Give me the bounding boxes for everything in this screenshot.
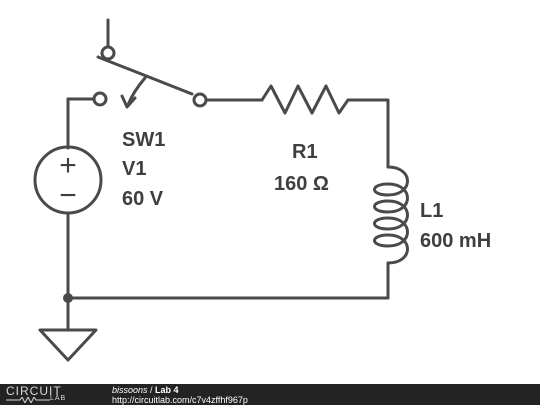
footer-bar: CIRCUIT LAB bissoons / Lab 4 http://circ… bbox=[0, 384, 540, 405]
inductor-symbol bbox=[373, 165, 409, 265]
junction-dot bbox=[63, 293, 73, 303]
circuit-url-link[interactable]: http://circuitlab.com/c7v4zffhf967p bbox=[112, 395, 248, 405]
circuit-breadcrumb: bissoons / Lab 4 bbox=[112, 385, 248, 395]
logo-text-circuit: CIRCUIT bbox=[6, 384, 62, 398]
switch-arrow-head bbox=[120, 94, 137, 109]
switch-label: SW1 bbox=[122, 129, 165, 151]
switch-pivot-terminal bbox=[100, 45, 116, 61]
switch-right-terminal bbox=[192, 92, 208, 108]
resistor-name-label: R1 bbox=[292, 141, 318, 163]
switch-left-terminal bbox=[92, 91, 108, 107]
resistor-value-label: 160 Ω bbox=[274, 173, 329, 195]
inductor-value-label: 600 mH bbox=[420, 230, 491, 252]
source-name-label: V1 bbox=[122, 158, 146, 180]
switch-blade bbox=[96, 55, 194, 96]
source-value-label: 60 V bbox=[122, 188, 164, 210]
schematic: + − SW1 V1 60 V R1 160 Ω L1 600 mH bbox=[33, 18, 491, 362]
source-plus-sign: + bbox=[59, 149, 77, 182]
logo-resistor-mark bbox=[6, 397, 50, 403]
resistor-symbol bbox=[260, 84, 350, 115]
ground-symbol bbox=[38, 328, 98, 362]
author-link[interactable]: bissoons bbox=[112, 385, 148, 395]
source-minus-sign: − bbox=[59, 179, 77, 212]
logo-text-lab: LAB bbox=[50, 395, 67, 402]
circuit-title[interactable]: Lab 4 bbox=[155, 385, 179, 395]
inductor-name-label: L1 bbox=[420, 200, 443, 222]
circuitlab-logo[interactable]: CIRCUIT LAB bbox=[6, 385, 106, 404]
breadcrumb-separator: / bbox=[147, 385, 156, 395]
wire-resistor-inductor bbox=[346, 98, 390, 169]
circuit-meta: bissoons / Lab 4 http://circuitlab.com/c… bbox=[112, 385, 248, 405]
